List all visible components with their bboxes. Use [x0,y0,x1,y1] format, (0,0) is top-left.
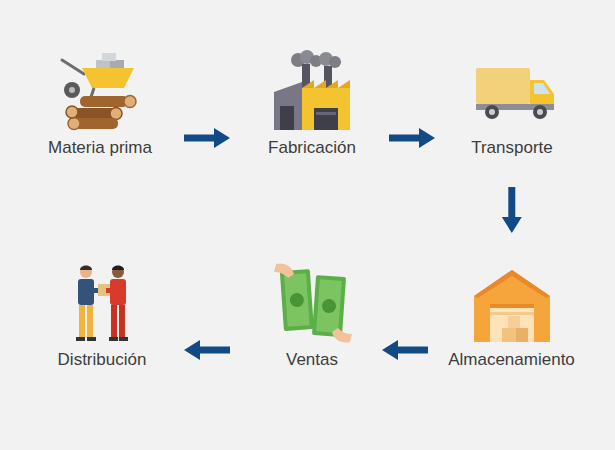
warehouse-icon [462,262,562,344]
process-step: Distribución [44,262,160,370]
step-label: Distribución [58,350,147,370]
truck-icon [462,50,562,132]
flow-arrow [184,340,230,360]
factory-icon [262,50,362,132]
flow-arrow [184,128,230,148]
arrow-shape [382,340,428,360]
money-icon [262,262,362,344]
arrow-shape [389,128,435,148]
arrow-shape [502,187,522,233]
step-label: Materia prima [48,138,152,158]
process-step: Transporte [454,50,570,158]
flow-arrow [382,340,428,360]
distribution-icon [52,262,152,344]
step-label: Ventas [286,350,338,370]
process-step: Materia prima [40,50,160,158]
arrow-shape [184,340,230,360]
process-step: Almacenamiento [440,262,583,370]
step-label: Transporte [471,138,553,158]
process-step: Fabricación [254,50,370,158]
process-step: Ventas [254,262,370,370]
flow-arrow [502,187,522,233]
arrow-shape [184,128,230,148]
step-label: Fabricación [268,138,356,158]
raw-material-icon [50,50,150,132]
step-label: Almacenamiento [448,350,575,370]
flow-arrow [389,128,435,148]
